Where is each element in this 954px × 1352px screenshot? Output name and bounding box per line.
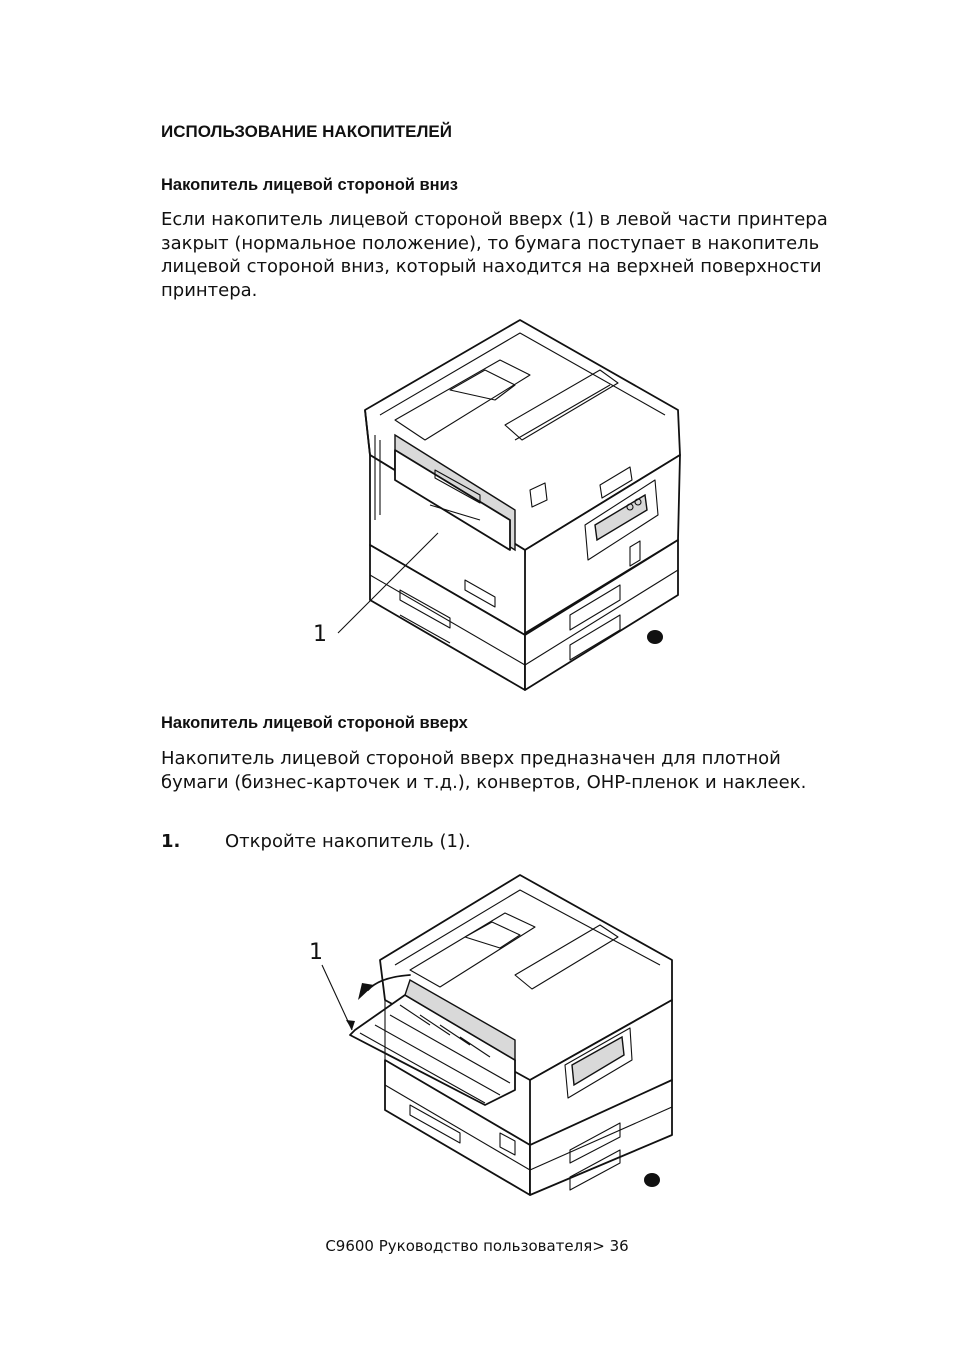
step-text: Откройте накопитель (1). <box>225 831 471 852</box>
facedown-stacker-heading: Накопитель лицевой стороной вниз <box>161 176 458 194</box>
faceup-paragraph: Накопитель лицевой стороной вверх предна… <box>161 748 807 793</box>
facedown-figure-callout: 1 <box>313 622 327 647</box>
faceup-stacker-heading: Накопитель лицевой стороной вверх <box>161 714 468 732</box>
section-title: Использование накопителей <box>161 122 452 141</box>
faceup-figure-callout: 1 <box>309 940 323 965</box>
printer-open-stacker-illustration <box>321 874 673 1196</box>
step-number: 1. <box>161 831 181 852</box>
page-footer: C9600 Руководство пользователя> 36 <box>325 1237 629 1255</box>
facedown-paragraph: Если накопитель лицевой стороной вверх (… <box>161 209 828 301</box>
printer-closed-stacker-illustration <box>337 319 681 691</box>
